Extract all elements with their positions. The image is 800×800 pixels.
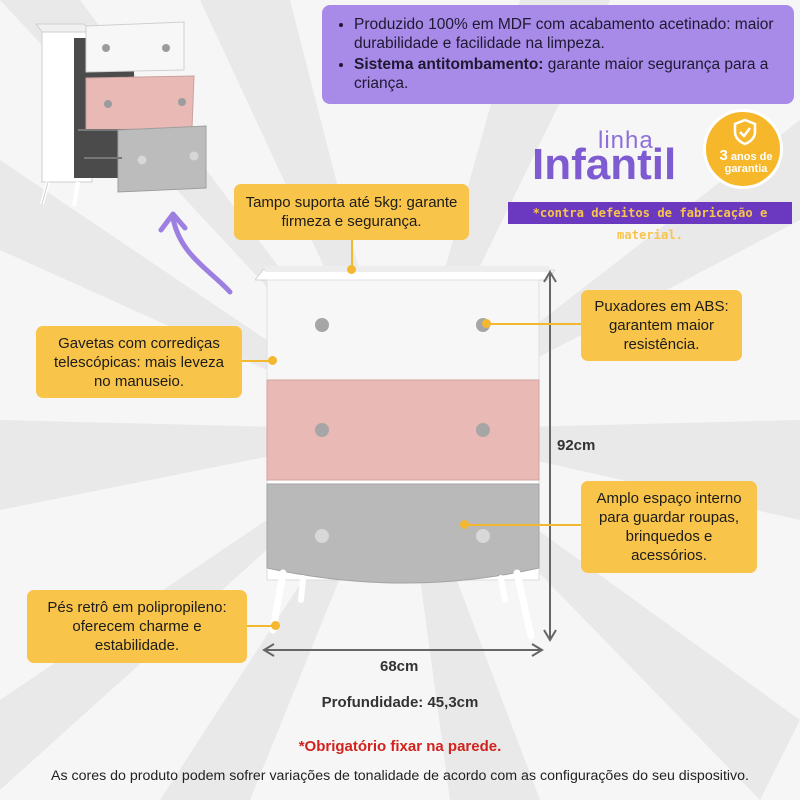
connector-feet bbox=[247, 625, 275, 627]
dot-handles bbox=[482, 319, 491, 328]
callout-space: Amplo espaço interno para guardar roupas… bbox=[581, 481, 757, 573]
depth-label: Profundidade: 45,3cm bbox=[321, 694, 479, 711]
badge-years-number: 3 bbox=[719, 147, 728, 164]
drawer-gray bbox=[266, 483, 540, 584]
feature-mdf: Produzido 100% em MDF com acabamento ace… bbox=[354, 15, 780, 53]
feature-antitip: Sistema antitombamento: garante maior se… bbox=[354, 55, 780, 93]
dot-top bbox=[347, 265, 356, 274]
connector-drawers bbox=[242, 360, 272, 362]
brand-infantil: Infantil bbox=[532, 140, 677, 189]
callout-handles: Puxadores em ABS: garantem maior resistê… bbox=[581, 290, 742, 361]
brand-linha: linha bbox=[598, 127, 654, 154]
badge-line1: anos de bbox=[730, 151, 773, 163]
dot-drawers bbox=[268, 356, 277, 365]
connector-handles bbox=[486, 323, 581, 325]
arrow-icon bbox=[158, 211, 233, 295]
callout-drawers: Gavetas com corrediças telescópicas: mai… bbox=[36, 326, 242, 398]
dresser-illustration bbox=[255, 266, 555, 640]
dot-space bbox=[460, 520, 469, 529]
shield-icon bbox=[733, 118, 757, 146]
color-disclaimer: As cores do produto podem sofrer variaçõ… bbox=[51, 768, 749, 784]
open-dresser-illustration bbox=[35, 21, 207, 207]
drawer-pink bbox=[266, 379, 540, 481]
features-box: Produzido 100% em MDF com acabamento ace… bbox=[322, 5, 794, 104]
dot-feet bbox=[271, 621, 280, 630]
warranty-note: *contra defeitos de fabricação e materia… bbox=[508, 202, 792, 242]
badge-line2: garantia bbox=[724, 163, 768, 175]
drawer-white bbox=[266, 279, 540, 381]
wall-fixing-warning: *Obrigatório fixar na parede. bbox=[298, 738, 502, 755]
callout-top: Tampo suporta até 5kg: garante firmeza e… bbox=[234, 184, 469, 240]
width-label: 68cm bbox=[380, 658, 419, 675]
height-label: 92cm bbox=[557, 437, 596, 454]
connector-top bbox=[351, 240, 353, 267]
callout-feet: Pés retrô em polipropileno: oferecem cha… bbox=[27, 590, 247, 663]
warranty-badge: 3 anos de garantia bbox=[703, 109, 783, 189]
connector-space bbox=[466, 524, 581, 526]
dimension-lines bbox=[262, 270, 557, 657]
